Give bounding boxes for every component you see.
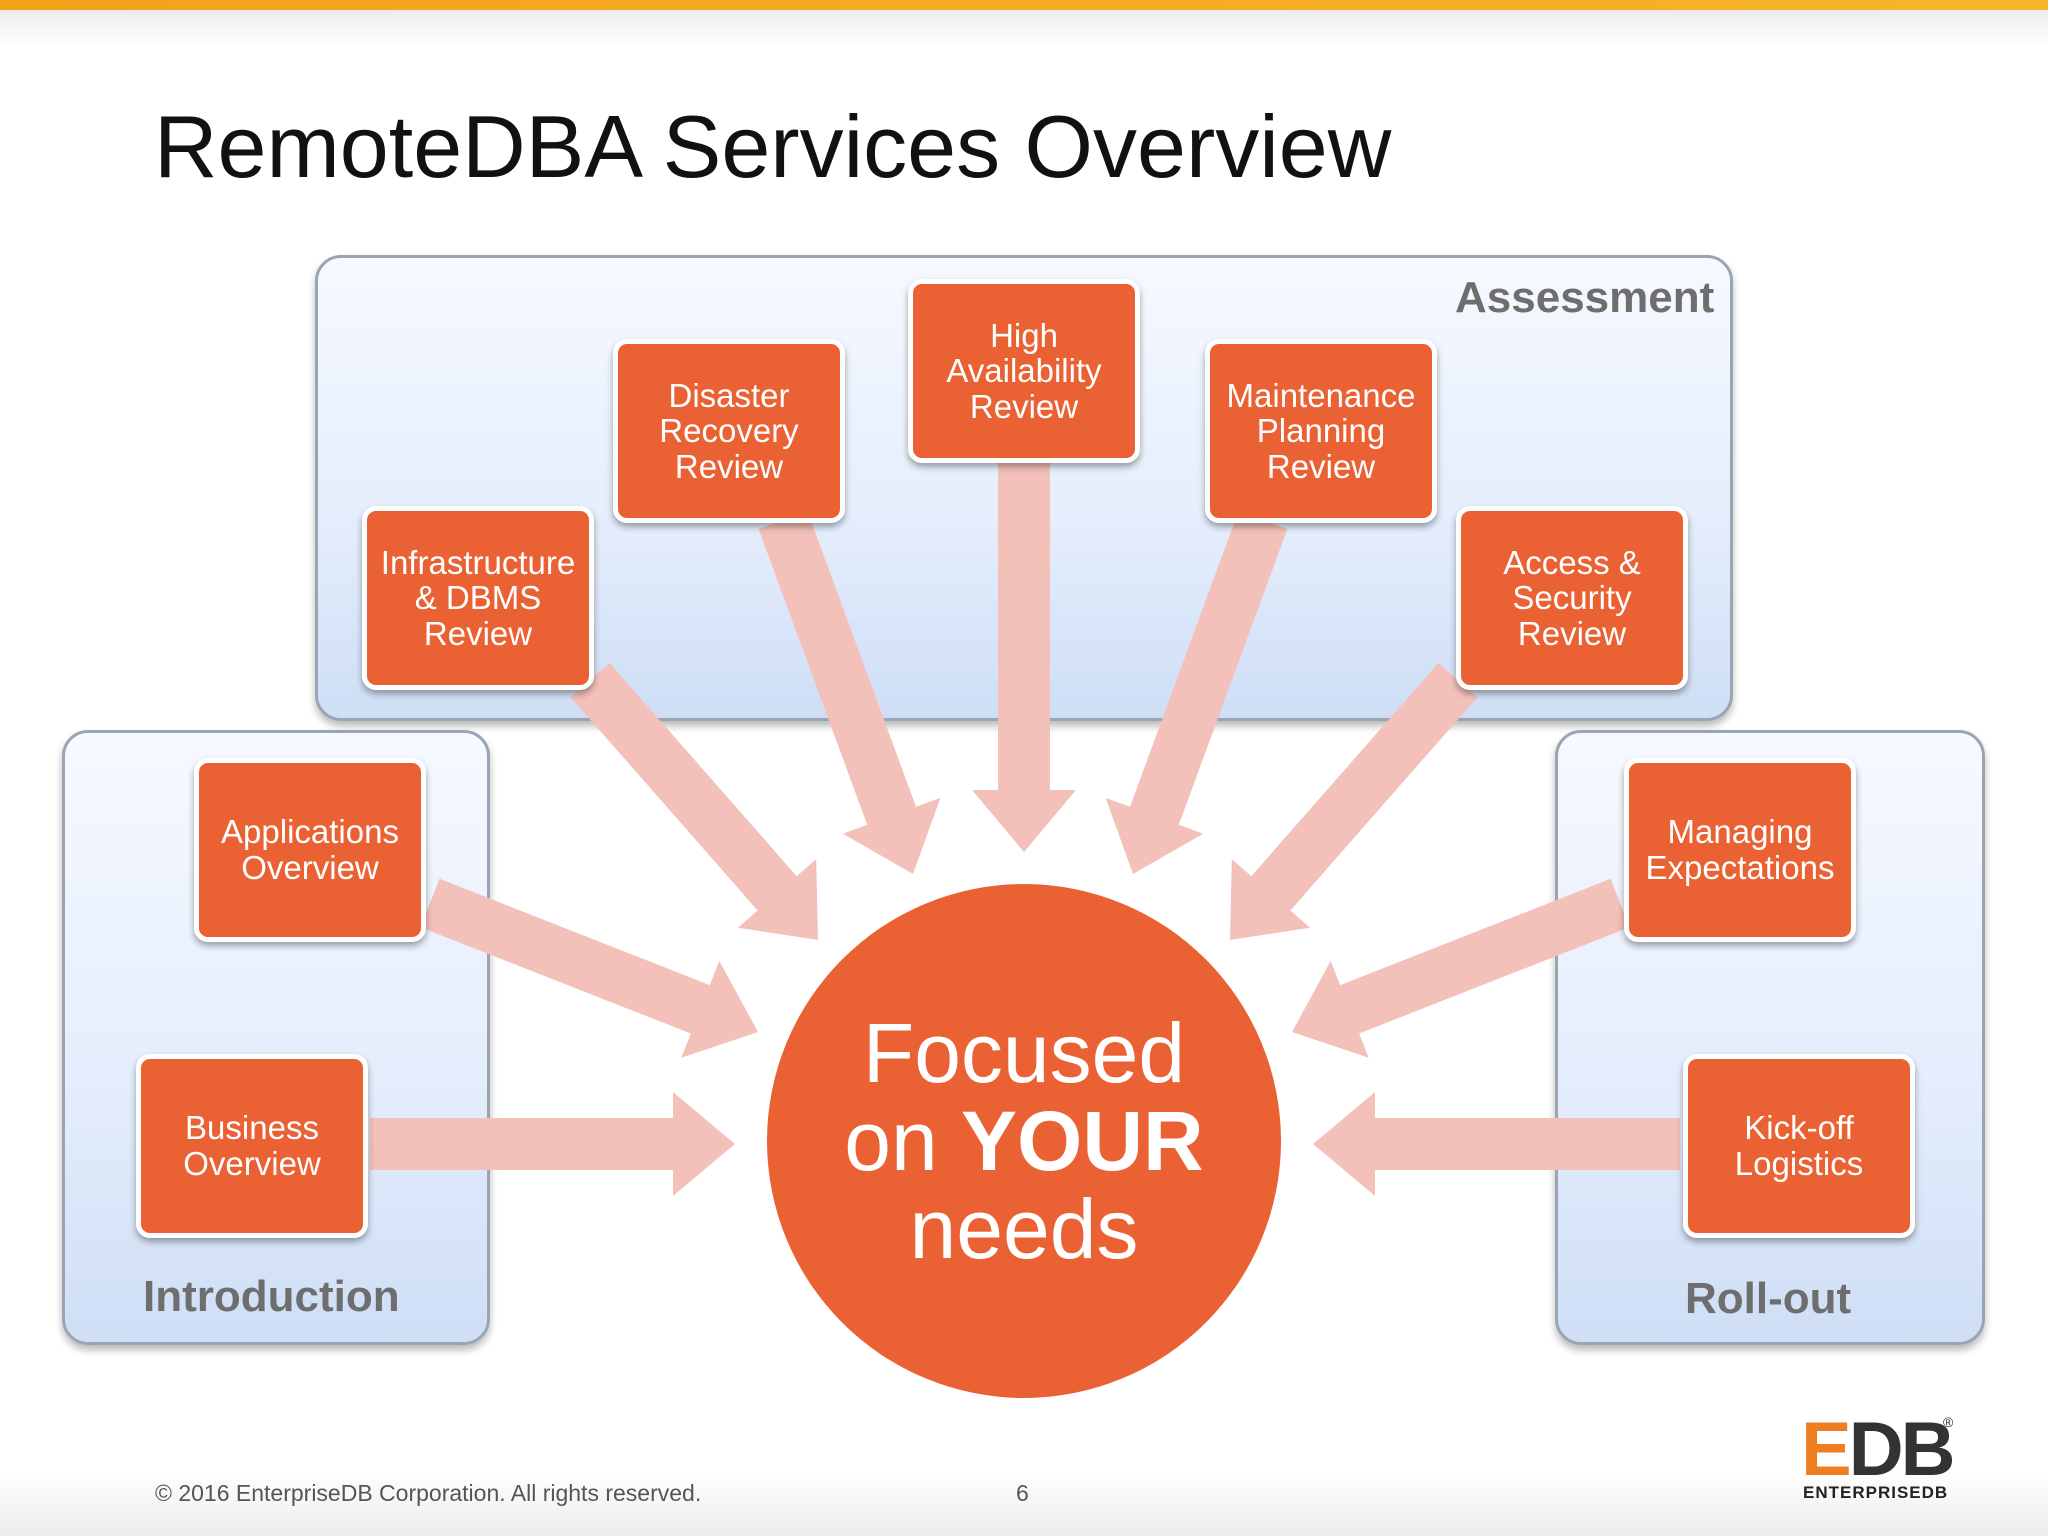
kickoff-logistics-label: Kick-off Logistics xyxy=(1734,1109,1864,1182)
center-line-1: Focused xyxy=(862,1005,1186,1100)
edb-logo-mark: EDB xyxy=(1801,1407,1955,1492)
arrow-from-maintenance xyxy=(1105,511,1288,874)
high-availability-review-box: High Availability Review xyxy=(908,279,1140,463)
arrow-from-kickoff xyxy=(1313,1092,1680,1196)
center-emphasis: YOUR xyxy=(961,1093,1204,1188)
introduction-label: Introduction xyxy=(143,1272,400,1321)
managing-expectations-box: Managing Expectations xyxy=(1624,758,1856,942)
center-line-2-prefix: on xyxy=(844,1093,962,1188)
top-gradient xyxy=(0,10,2048,46)
center-line-3: needs xyxy=(909,1182,1139,1277)
managing-expectations-label: Managing Expectations xyxy=(1645,813,1835,886)
arrow-from-managing xyxy=(1292,878,1630,1058)
high-availability-review-label: High Availability Review xyxy=(946,316,1102,425)
access-security-review-label: Access & Security Review xyxy=(1503,543,1641,652)
maintenance-planning-review-box: Maintenance Planning Review xyxy=(1205,339,1437,523)
infrastructure-dbms-review-box: Infrastructure & DBMS Review xyxy=(362,506,594,690)
page-title: RemoteDBA Services Overview xyxy=(154,97,1392,196)
edb-logo-subtitle: ENTERPRISEDB xyxy=(1803,1483,1949,1502)
applications-overview-label: Applications Overview xyxy=(221,813,399,886)
arrow-from-access xyxy=(1230,662,1478,940)
bottom-gradient xyxy=(0,1470,2048,1536)
center-line-2: on YOUR xyxy=(844,1097,1203,1185)
page-number: 6 xyxy=(1016,1480,1029,1506)
footer-copyright: © 2016 EnterpriseDB Corporation. All rig… xyxy=(155,1480,702,1506)
maintenance-planning-review-label: Maintenance Planning Review xyxy=(1226,376,1416,485)
center-text: Focused on YOUR needs xyxy=(844,1009,1203,1274)
arrow-from-high-availability xyxy=(972,462,1076,852)
arrow-from-infrastructure xyxy=(570,662,818,940)
assessment-label: Assessment xyxy=(1455,273,1715,322)
rollout-label: Roll-out xyxy=(1685,1274,1852,1323)
business-overview-label: Business Overview xyxy=(183,1109,321,1182)
arrow-from-applications xyxy=(420,878,758,1058)
disaster-recovery-review-label: Disaster Recovery Review xyxy=(659,376,799,485)
applications-overview-box: Applications Overview xyxy=(194,758,426,942)
arrow-from-business xyxy=(370,1092,735,1196)
registered-mark: ® xyxy=(1943,1414,1954,1430)
business-overview-box: Business Overview xyxy=(136,1054,368,1238)
arrow-from-disaster xyxy=(758,511,941,874)
top-accent-bar xyxy=(0,0,2048,10)
disaster-recovery-review-box: Disaster Recovery Review xyxy=(613,339,845,523)
edb-logo: EDB ® ENTERPRISEDB xyxy=(1795,1412,1955,1504)
kickoff-logistics-box: Kick-off Logistics xyxy=(1683,1054,1915,1238)
center-circle: Focused on YOUR needs xyxy=(767,884,1281,1398)
infrastructure-dbms-review-label: Infrastructure & DBMS Review xyxy=(380,543,576,652)
access-security-review-box: Access & Security Review xyxy=(1456,506,1688,690)
